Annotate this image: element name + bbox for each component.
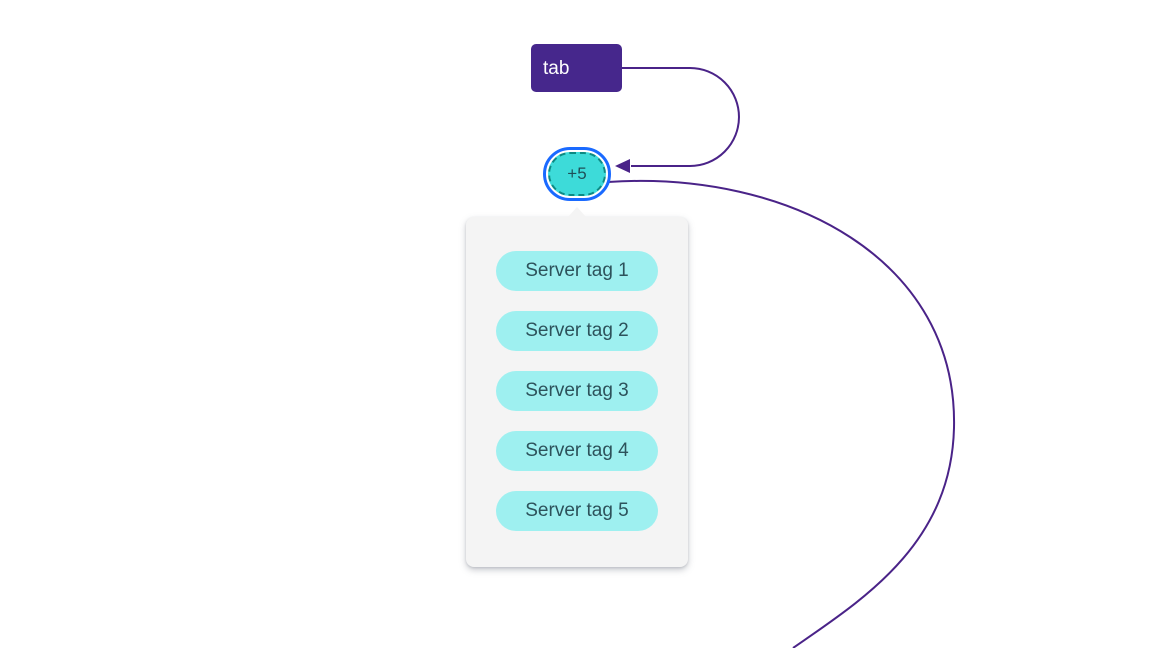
server-tag-label: Server tag 2 [525, 320, 629, 341]
server-tag-label: Server tag 1 [525, 260, 629, 281]
server-tag-pill: Server tag 3 [496, 371, 658, 411]
server-tag-pill: Server tag 2 [496, 311, 658, 351]
overflow-badge-label: +5 [567, 164, 587, 183]
tab-node[interactable]: tab [531, 44, 622, 92]
tab-to-badge-connector [622, 67, 740, 167]
server-tag-label: Server tag 3 [525, 380, 629, 401]
server-tag-pill: Server tag 1 [496, 251, 658, 291]
connector-arrowhead [615, 159, 630, 173]
overflow-count-badge[interactable]: +5 [543, 147, 611, 201]
server-tag-pill: Server tag 4 [496, 431, 658, 471]
overflow-badge-inner: +5 [548, 152, 606, 196]
server-tag-label: Server tag 5 [525, 500, 629, 521]
tooltip-arrow [567, 207, 587, 218]
server-tags-tooltip: Server tag 1 Server tag 2 Server tag 3 S… [466, 207, 688, 567]
server-tag-pill: Server tag 5 [496, 491, 658, 531]
tab-node-label: tab [543, 57, 570, 79]
server-tag-label: Server tag 4 [525, 440, 629, 461]
